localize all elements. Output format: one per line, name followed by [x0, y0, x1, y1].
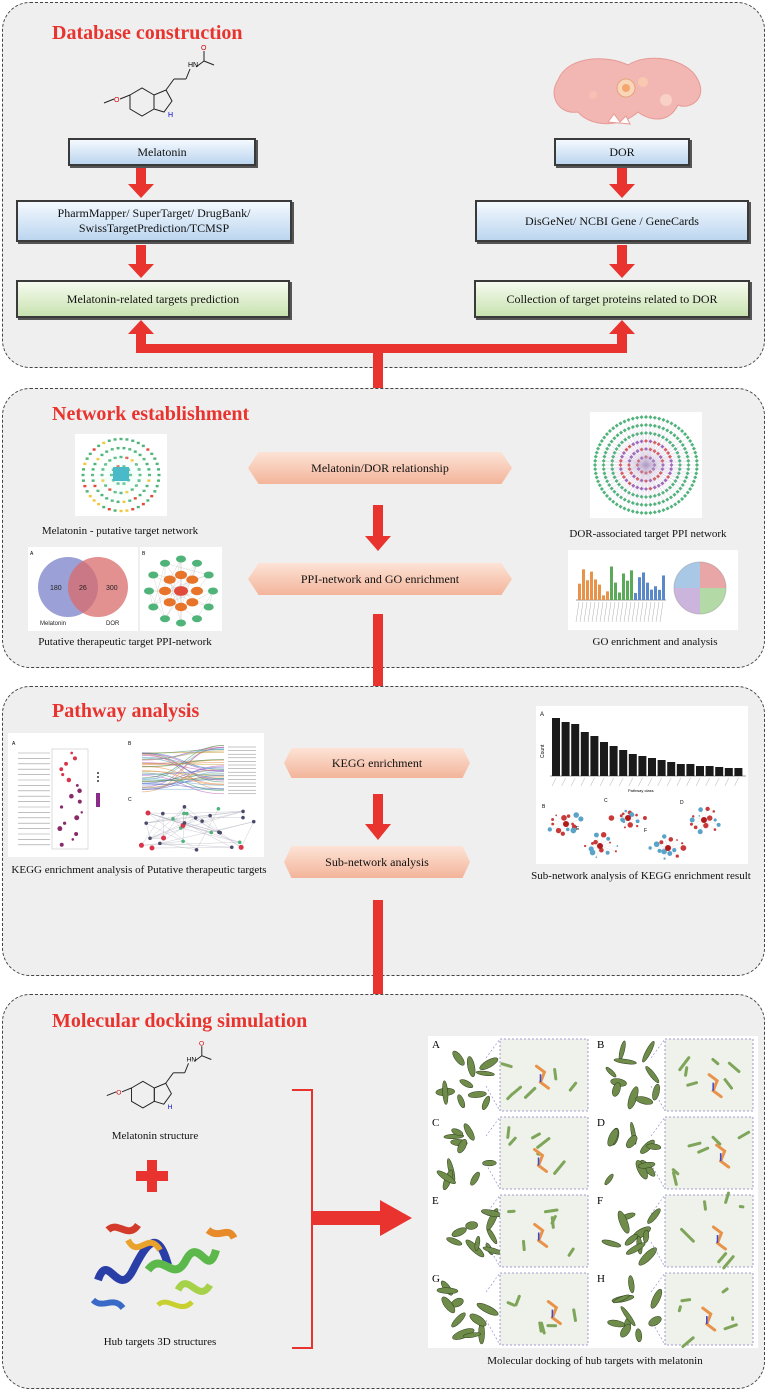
section-title-docking: Molecular docking simulation: [52, 1010, 308, 1032]
step-subnetwork-analysis: Sub-network analysis: [284, 846, 470, 878]
svg-text:E: E: [576, 826, 580, 832]
melatonin-databases-box: PharmMapper/ SuperTarget/ DrugBank/ Swis…: [16, 200, 292, 242]
svg-text:B: B: [128, 741, 132, 747]
svg-text:Melatonin: Melatonin: [40, 621, 66, 627]
kegg-bar-subnetwork-image: A Count Pathway class B C D E F: [536, 706, 748, 864]
svg-text:HN: HN: [188, 62, 198, 69]
melatonin-molecule-icon: HN O O H: [103, 45, 215, 119]
caption-melatonin-network: Melatonin - putative target network: [41, 525, 199, 537]
svg-text:H: H: [168, 1104, 173, 1111]
svg-text:180: 180: [50, 585, 62, 592]
svg-text:A: A: [12, 741, 16, 747]
caption-melatonin-structure: Melatonin structure: [111, 1130, 199, 1142]
svg-text:D: D: [680, 800, 684, 806]
section-title-pathway: Pathway analysis: [52, 700, 200, 722]
dor-databases-box: DisGeNet/ NCBI Gene / GeneCards: [475, 200, 749, 242]
venn-diagram: A 180 26 300 Melatonin DOR: [28, 547, 138, 631]
caption-dor-ppi: DOR-associated target PPI network: [569, 528, 727, 540]
svg-text:F: F: [597, 1195, 603, 1207]
svg-text:C: C: [128, 797, 132, 803]
go-enrichment-image: [568, 550, 738, 630]
svg-text:26: 26: [79, 585, 87, 592]
kegg-sankey-network-image: B C: [124, 733, 264, 857]
svg-text:A: A: [432, 1039, 440, 1051]
svg-text:A: A: [540, 712, 544, 718]
caption-kegg-enrichment: KEGG enrichment analysis of Putative the…: [11, 864, 267, 876]
step-melatonin-dor-relationship: Melatonin/DOR relationship: [248, 452, 512, 484]
melatonin-target-network-image: [75, 434, 167, 516]
svg-text:D: D: [597, 1117, 605, 1129]
docking-grid-image: A B C D E F G H: [428, 1036, 758, 1349]
svg-text:C: C: [604, 798, 608, 804]
svg-text:B: B: [542, 804, 546, 810]
step-ppi-go-enrichment: PPI-network and GO enrichment: [248, 563, 512, 595]
caption-hub-targets: Hub targets 3D structures: [103, 1336, 217, 1348]
svg-text:E: E: [432, 1195, 439, 1207]
svg-text:O: O: [199, 1040, 204, 1047]
svg-text:HN: HN: [187, 1056, 197, 1063]
svg-text:A: A: [30, 551, 34, 557]
section-title-database: Database construction: [52, 22, 243, 44]
svg-text:G: G: [432, 1273, 440, 1285]
caption-therapeutic-ppi: Putative therapeutic target PPI-network: [38, 636, 212, 648]
caption-subnetwork: Sub-network analysis of KEGG enrichment …: [531, 870, 751, 882]
caption-go-enrichment: GO enrichment and analysis: [592, 636, 718, 648]
svg-text:O: O: [116, 1090, 121, 1097]
dor-ppi-network-image: [590, 412, 702, 518]
svg-text:O: O: [114, 97, 120, 104]
svg-text:H: H: [168, 112, 173, 119]
svg-text:DOR: DOR: [106, 621, 120, 627]
svg-text:O: O: [201, 45, 207, 52]
svg-text:B: B: [142, 551, 146, 557]
hub-ppi-network-image: B: [140, 547, 222, 631]
svg-text:H: H: [597, 1273, 605, 1285]
dor-box: DOR: [554, 138, 690, 166]
section-title-network: Network establishment: [52, 403, 250, 425]
caption-docking: Molecular docking of hub targets with me…: [487, 1355, 703, 1367]
svg-text:300: 300: [106, 585, 118, 592]
dor-targets-box: Collection of target proteins related to…: [474, 280, 750, 318]
kegg-dotplot-image: A: [8, 733, 124, 857]
svg-text:F: F: [644, 828, 647, 834]
step-kegg-enrichment: KEGG enrichment: [284, 748, 470, 778]
svg-text:C: C: [432, 1117, 439, 1129]
plus-icon: [136, 1160, 168, 1192]
hub-target-3d-structure-image: [90, 1222, 238, 1311]
svg-text:B: B: [597, 1039, 604, 1051]
melatonin-targets-box: Melatonin-related targets prediction: [16, 280, 290, 318]
melatonin-box: Melatonin: [68, 138, 256, 166]
svg-text:Pathway class: Pathway class: [628, 788, 654, 793]
ovary-tissue-icon: [553, 57, 701, 125]
melatonin-structure-icon: HN O O H: [106, 1040, 212, 1111]
svg-text:Count: Count: [540, 744, 546, 758]
